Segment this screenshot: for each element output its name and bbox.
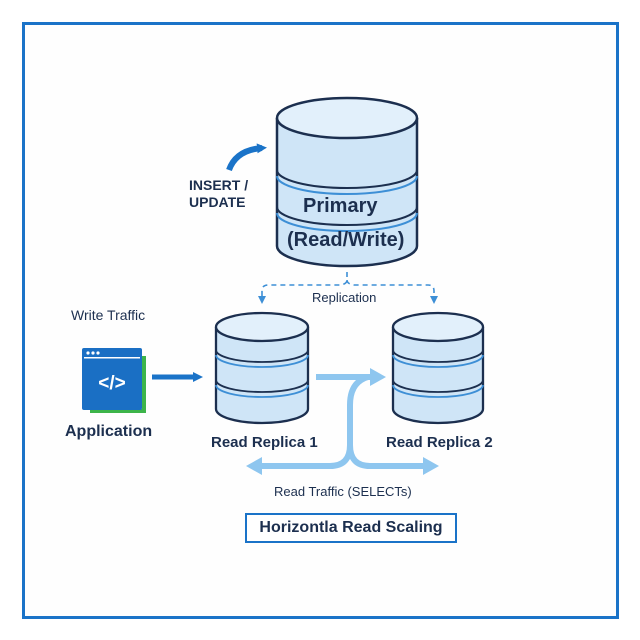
update-label: UPDATE xyxy=(189,194,246,210)
write-traffic-label: Write Traffic xyxy=(71,307,146,323)
footer-title-box: Horizontla Read Scaling xyxy=(245,513,457,543)
replica-1-database-icon xyxy=(214,311,310,425)
primary-database-icon xyxy=(275,96,419,268)
application-code-window-icon: </> xyxy=(82,348,146,413)
replication-label: Replication xyxy=(312,290,377,305)
code-glyph: </> xyxy=(98,373,125,394)
primary-title: Primary xyxy=(303,195,378,217)
replica-2-label: Read Replica 2 xyxy=(386,434,493,451)
application-label: Application xyxy=(65,423,153,440)
replication-lines xyxy=(258,272,438,304)
read-arrowhead-right-bottom xyxy=(423,457,439,475)
read-traffic-label: Read Traffic (SELECTs) xyxy=(274,484,412,499)
replica-2-database-icon xyxy=(391,311,485,425)
primary-subtitle: (Read/Write) xyxy=(287,229,405,251)
insert-update-arrow xyxy=(226,143,267,172)
insert-label: INSERT / xyxy=(189,177,249,193)
read-arrowhead-left xyxy=(246,457,262,475)
read-traffic-arrows xyxy=(260,374,425,469)
replica-1-label: Read Replica 1 xyxy=(211,434,318,451)
footer-title: Horizontla Read Scaling xyxy=(259,519,443,536)
read-arrowhead-right-top xyxy=(370,368,386,386)
